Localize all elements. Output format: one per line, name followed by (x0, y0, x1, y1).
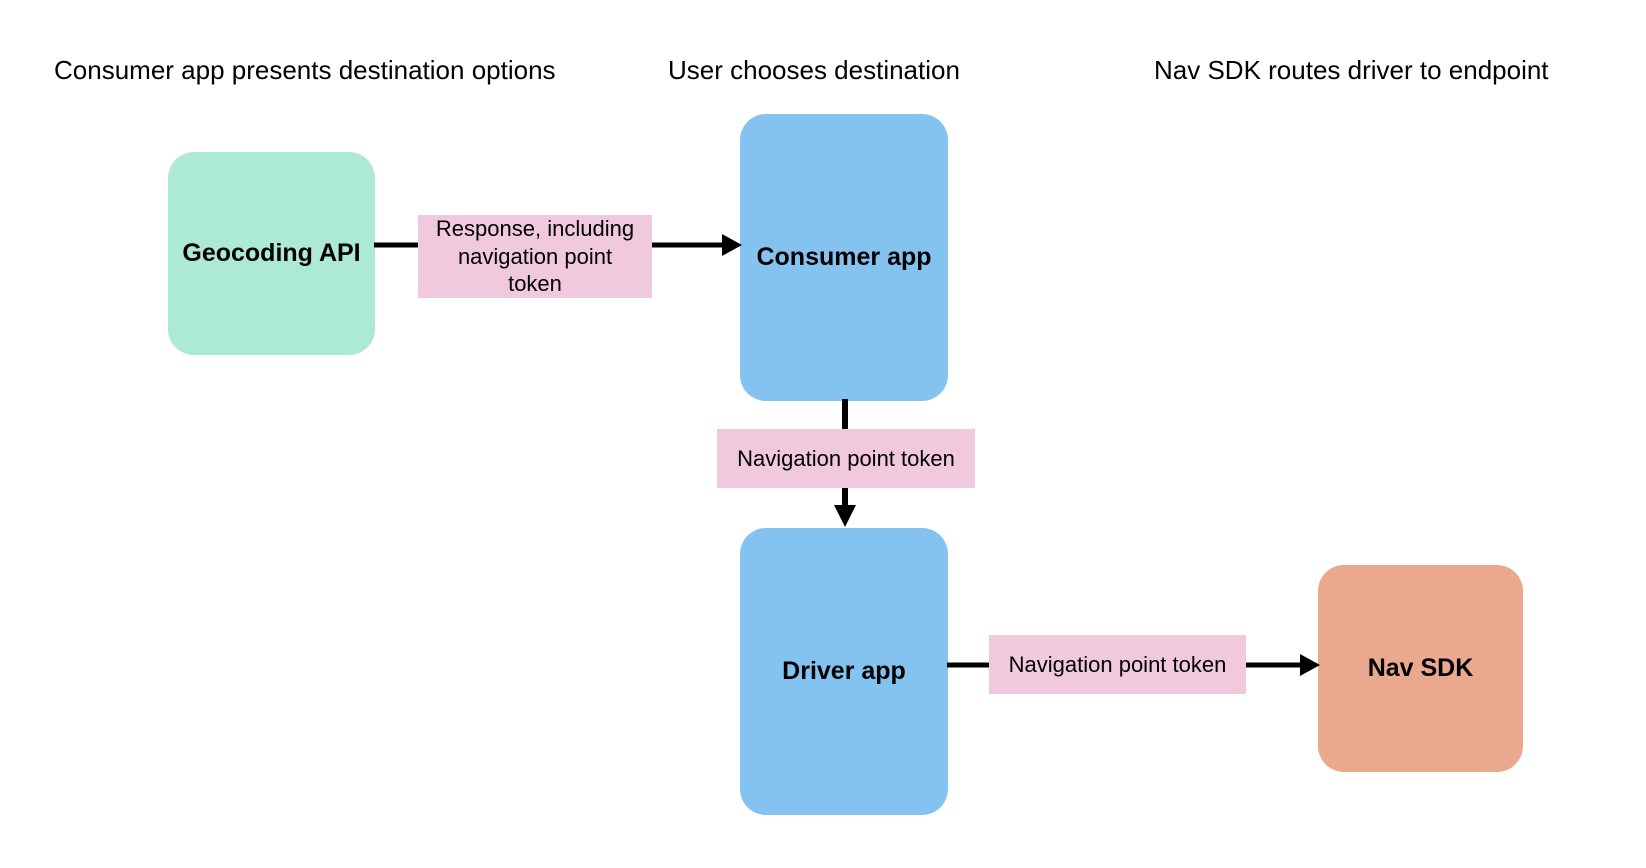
column-header-consumer-app-presents-destination-options: Consumer app presents destination option… (54, 55, 556, 85)
edge-label-navigation-point-token-consumer-to-driver: Navigation point token (717, 429, 975, 488)
column-header-user-chooses-destination: User chooses destination (668, 55, 960, 85)
node-geocoding-api-label: Geocoding API (182, 239, 361, 267)
column-header-nav-sdk-routes-driver-to-endpoint: Nav SDK routes driver to endpoint (1154, 55, 1549, 85)
node-consumer-app[interactable]: Consumer app (740, 114, 948, 401)
node-geocoding-api[interactable]: Geocoding API (168, 152, 375, 355)
node-consumer-app-label: Consumer app (756, 243, 932, 271)
node-driver-app-label: Driver app (782, 657, 906, 685)
edge-label-navigation-point-token-text-2: Navigation point token (1008, 651, 1227, 677)
edge-label-navigation-point-token-driver-to-navsdk: Navigation point token (989, 635, 1246, 694)
node-driver-app[interactable]: Driver app (740, 528, 948, 815)
edge-label-navigation-point-token-text-1: Navigation point token (737, 445, 955, 471)
node-nav-sdk[interactable]: Nav SDK (1318, 565, 1523, 772)
edge-label-response-text: Response, including navigation point tok… (435, 216, 635, 297)
node-nav-sdk-label: Nav SDK (1367, 654, 1474, 682)
edge-label-response-including-navigation-point-token: Response, including navigation point tok… (418, 215, 652, 298)
